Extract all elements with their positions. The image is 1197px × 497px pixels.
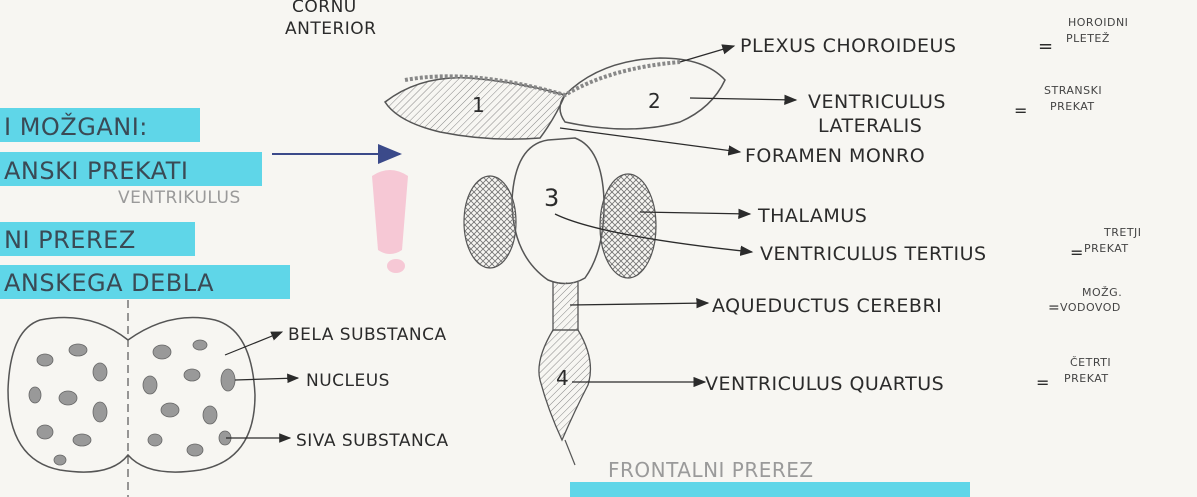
trans-quartus-2: PREKAT — [1064, 372, 1109, 385]
pink-exclamation-icon — [372, 170, 408, 254]
thalamus-right — [600, 174, 656, 278]
aqueduct — [553, 282, 578, 330]
arrow-nucleus — [235, 378, 298, 380]
label-aqueductus: AQUEDUCTUS CEREBRI — [712, 295, 942, 317]
trans-plexus-2: PLETEŽ — [1066, 32, 1110, 45]
lateral-ventricle-right — [560, 58, 725, 129]
trans-quartus-1: ČETRTI — [1070, 356, 1111, 369]
bottom-note: FRONTALNI PREREZ — [608, 458, 814, 482]
ventricle-number-1: 1 — [472, 93, 485, 117]
pink-exclamation-dot — [387, 259, 405, 273]
arrow-thalamus — [640, 212, 750, 214]
left-line1: ANSKI PREKATI — [4, 157, 188, 185]
equals-plexus: = — [1038, 36, 1054, 57]
left-heading: I MOŽGANI: — [4, 112, 148, 141]
trans-tertius-1: TRETJI — [1103, 226, 1142, 239]
arrow-foramen — [560, 128, 740, 152]
left-line2: ANSKEGA DEBLA — [4, 269, 214, 297]
grey-matter-nuclei — [29, 340, 235, 465]
label-plexus: PLEXUS CHOROIDEUS — [740, 35, 956, 57]
trans-plexus-1: HOROIDNI — [1068, 16, 1128, 29]
equals-quartus: = — [1036, 373, 1050, 392]
brainstem-cross-section — [8, 318, 255, 473]
label-bela: BELA SUBSTANCA — [288, 325, 447, 345]
trans-tertius-2: PREKAT — [1084, 242, 1129, 255]
thalamus-left — [464, 176, 516, 268]
label-thalamus: THALAMUS — [757, 205, 867, 227]
trans-aqueductus-2: VODOVOD — [1060, 301, 1121, 314]
left-line1-sub: VENTRIKULUS — [118, 188, 241, 208]
midline — [565, 440, 575, 465]
ventricle-number-3: 3 — [544, 184, 560, 212]
arrow-lateral — [690, 98, 796, 100]
cornu-line1: CORNU — [292, 0, 357, 17]
label-lateral-2: LATERALIS — [818, 115, 922, 137]
arrow-plexus — [680, 46, 734, 62]
arrow-bela — [225, 332, 282, 355]
trans-aqueductus-1: MOŽG. — [1082, 286, 1122, 299]
label-lateral-1: VENTRICULUS — [808, 91, 946, 113]
equals-tertius: = — [1070, 243, 1084, 262]
ventricle-number-4: 4 — [556, 366, 569, 390]
trans-lateral-1: STRANSKI — [1044, 84, 1102, 97]
ventricle-number-2: 2 — [648, 89, 661, 113]
trans-lateral-2: PREKAT — [1050, 100, 1095, 113]
label-nucleus: NUCLEUS — [306, 371, 390, 391]
cornu-line2: ANTERIOR — [285, 19, 377, 39]
label-quartus: VENTRICULUS QUARTUS — [705, 373, 944, 395]
left-heading2: NI PREREZ — [4, 226, 136, 254]
label-foramen: FORAMEN MONRO — [745, 145, 925, 167]
label-siva: SIVA SUBSTANCA — [296, 431, 449, 451]
label-tertius: VENTRICULUS TERTIUS — [760, 243, 987, 265]
equals-lateral: = — [1014, 101, 1028, 120]
arrow-aqueductus — [570, 303, 708, 305]
highlight-bottom — [570, 482, 970, 497]
equals-aqueductus: = — [1048, 300, 1060, 316]
